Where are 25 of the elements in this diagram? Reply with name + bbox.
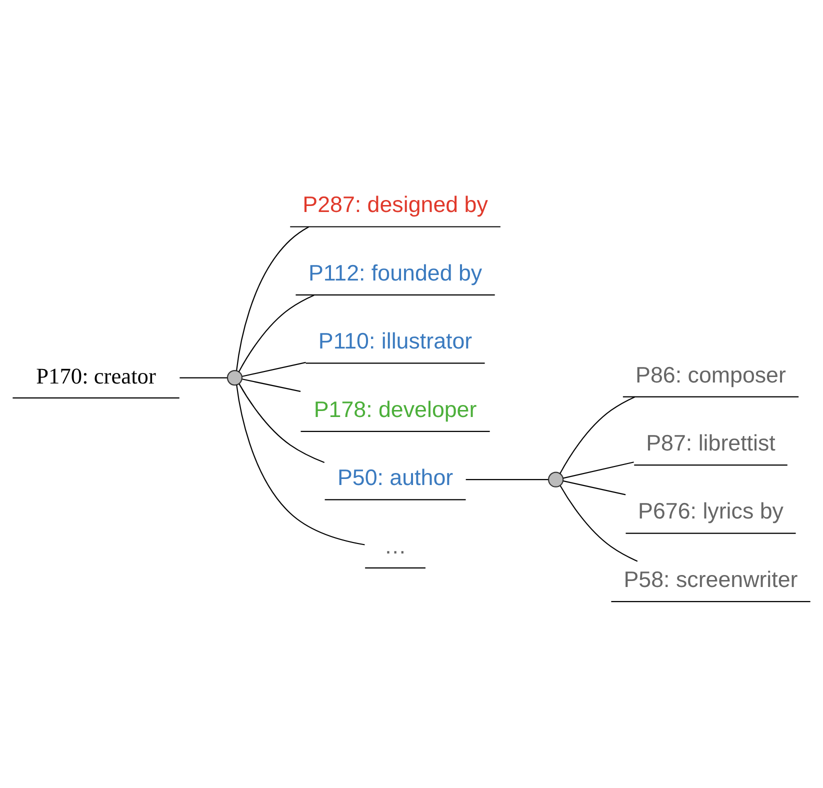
node-circle [548, 472, 564, 488]
node-text: P50: author [337, 465, 454, 490]
node-text: P58: screenwriter [624, 566, 798, 592]
node-text: P110: illustrator [318, 328, 472, 354]
node-text: P287: designed by [302, 192, 488, 218]
node-text: P86: composer [636, 362, 786, 388]
connector [236, 226, 310, 371]
node-text: P178: developer [314, 396, 477, 422]
connector [560, 396, 635, 474]
connector [238, 384, 325, 463]
node-text: … [384, 533, 406, 558]
node-text: P87: librettist [646, 430, 776, 456]
connector [560, 485, 638, 562]
node-circle [226, 370, 243, 386]
connector [180, 377, 228, 378]
node-text: P676: lyrics by [638, 498, 784, 524]
connector [562, 462, 634, 479]
node-text: P112: founded by [308, 260, 482, 286]
connector [562, 480, 626, 496]
connector [236, 384, 365, 546]
node-text: P170: creator [36, 363, 156, 388]
connector [466, 479, 548, 480]
connector [242, 378, 301, 392]
connector [242, 362, 306, 377]
connector [238, 294, 314, 372]
